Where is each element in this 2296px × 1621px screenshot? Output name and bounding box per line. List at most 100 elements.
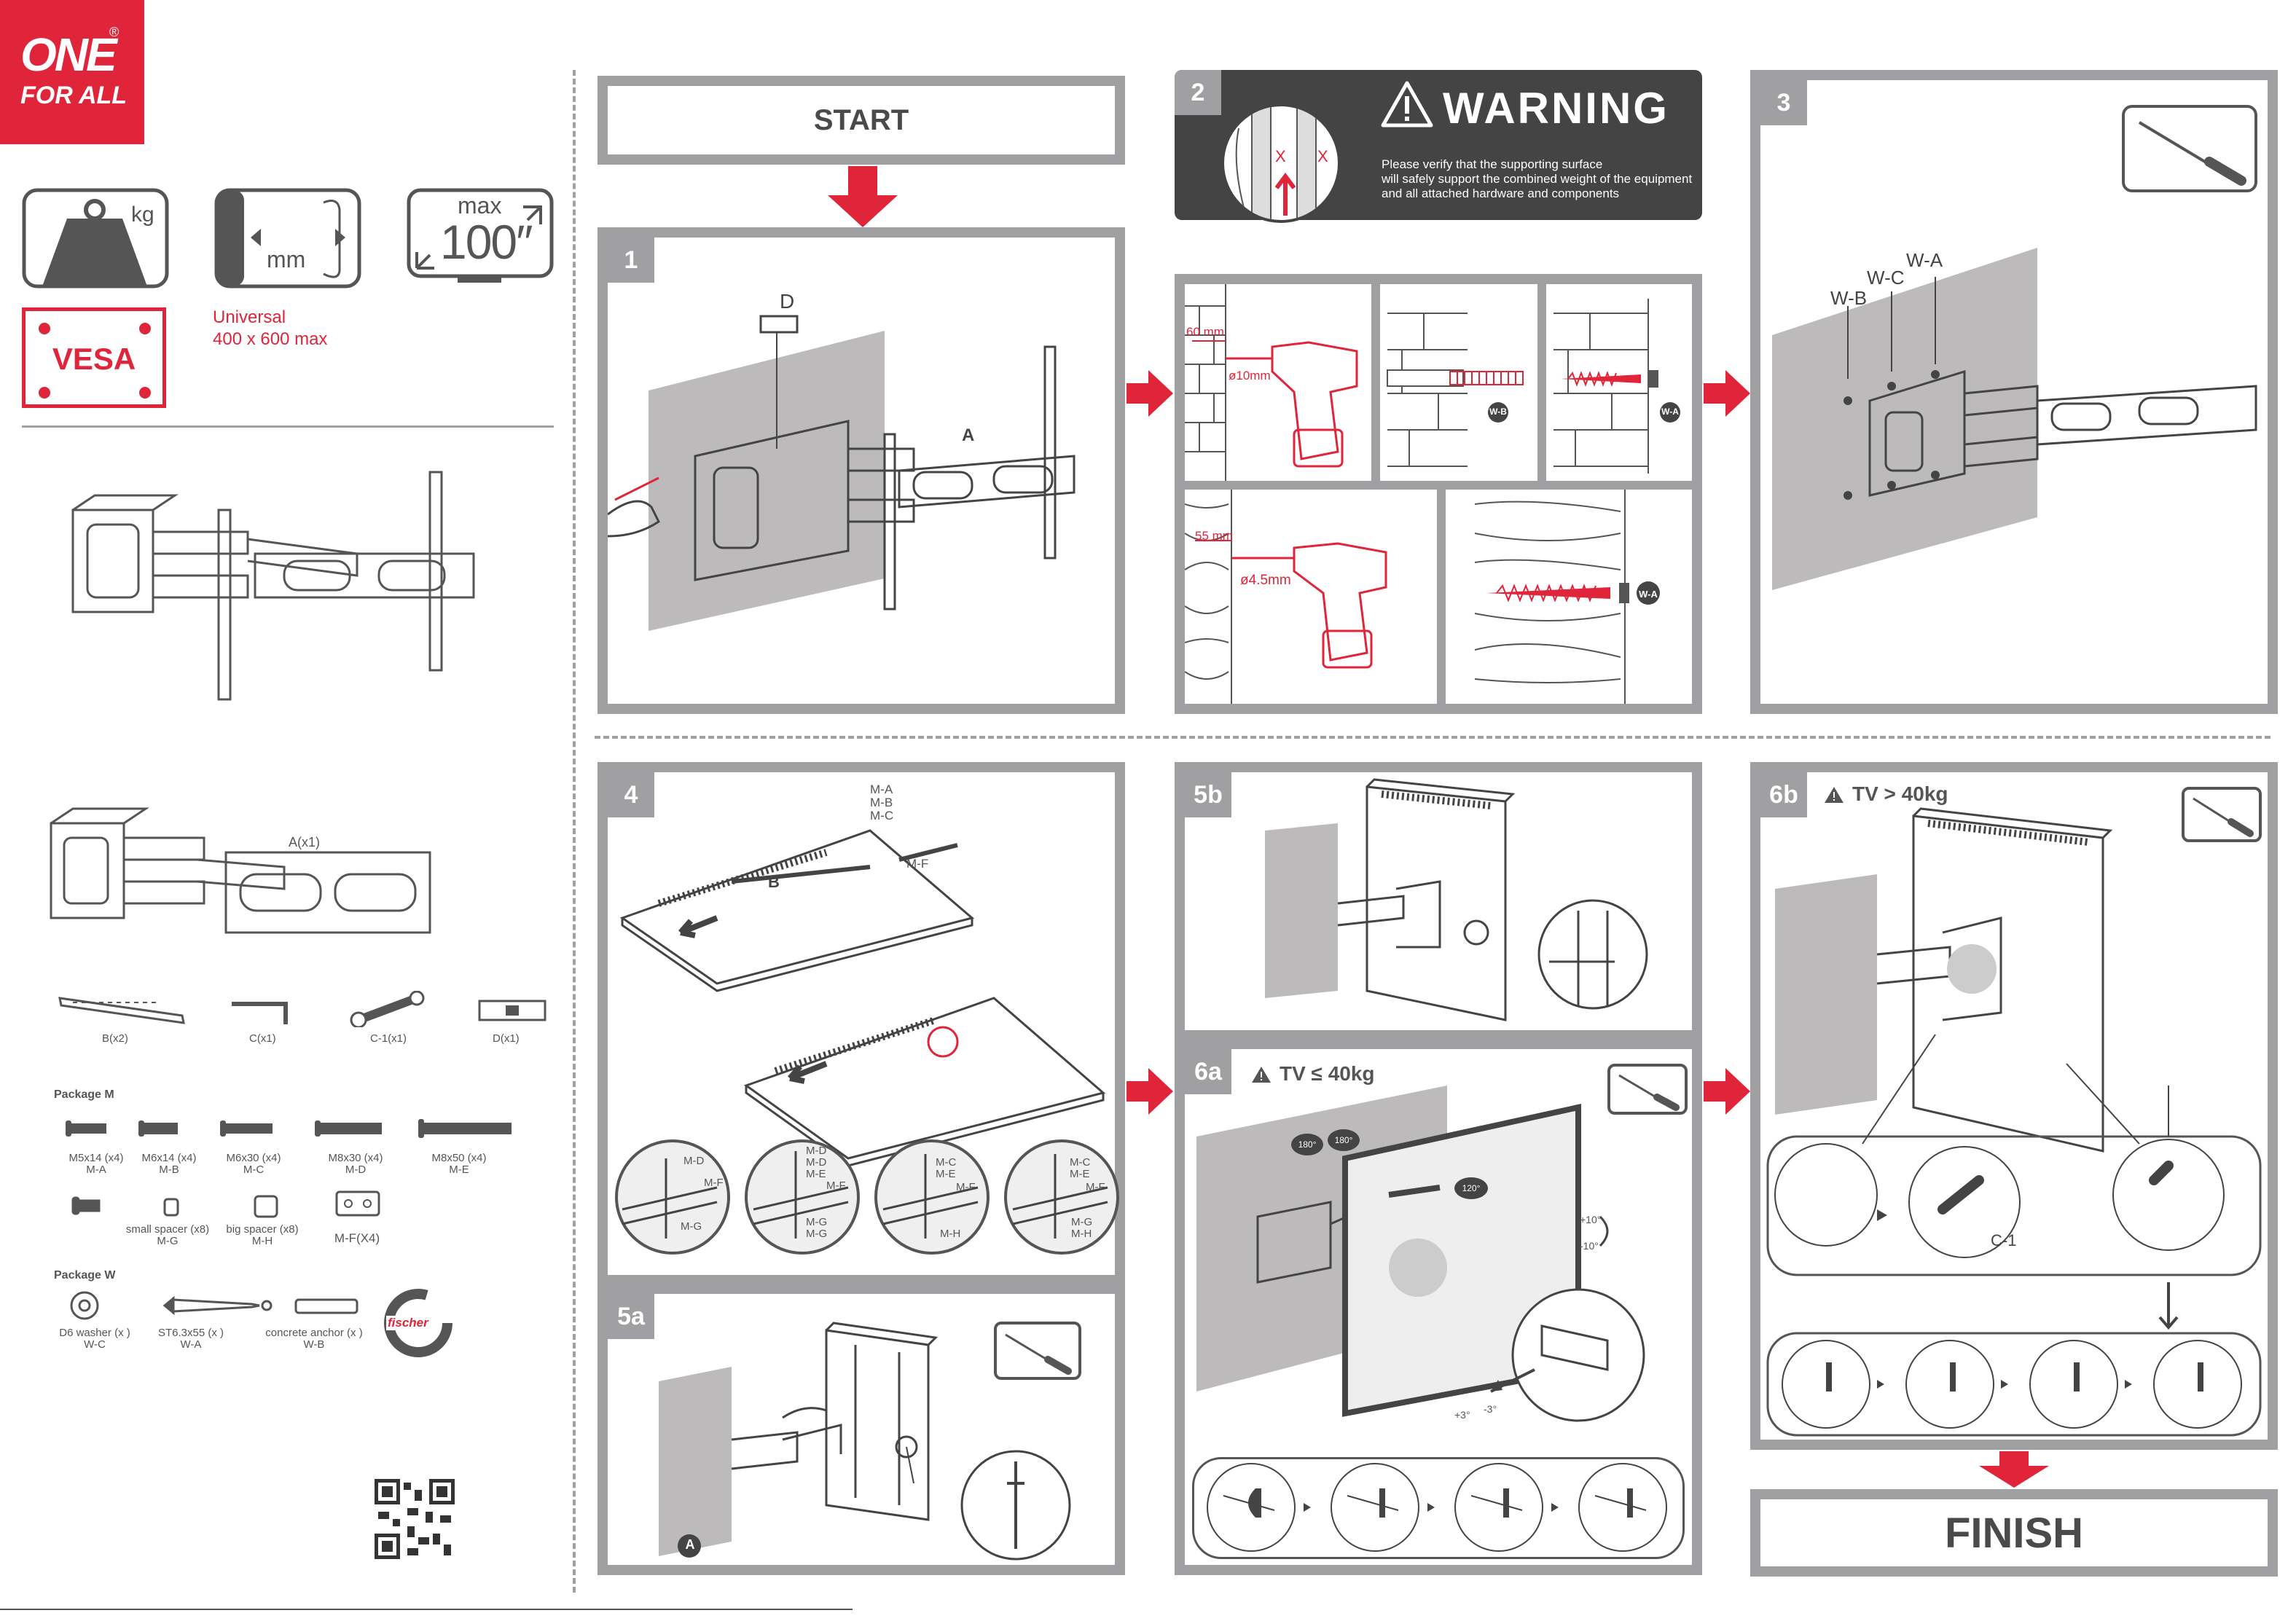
warning-text-1: Please verify that the supporting surfac… bbox=[1382, 157, 1603, 171]
spacer-small-code: M-G bbox=[157, 1235, 179, 1247]
plate-mf-icon bbox=[335, 1190, 380, 1217]
step-4-label-mc: M-C bbox=[870, 809, 894, 823]
arm-a-illustration bbox=[44, 787, 437, 954]
drill-1-depth: 60 mm bbox=[1186, 325, 1224, 339]
c2-label-6: M-G bbox=[806, 1228, 828, 1240]
step-5a-label-a: A bbox=[685, 1537, 695, 1552]
part-b-icon bbox=[58, 988, 189, 1032]
step-1-label-a: A bbox=[962, 425, 975, 445]
arrow-right-4 bbox=[1704, 1068, 1750, 1115]
vesa-max: 400 x 600 max bbox=[213, 329, 328, 349]
weight-icon: kg bbox=[22, 188, 169, 289]
part-d-icon bbox=[478, 998, 548, 1024]
brand-reg: ® bbox=[109, 25, 119, 39]
fischer-logo: fischer bbox=[383, 1288, 453, 1358]
warning-icon bbox=[1380, 80, 1434, 128]
tilt-up: +10° bbox=[1580, 1214, 1602, 1225]
c4-label-5: M-H bbox=[1071, 1228, 1092, 1240]
pkg-m-e-size: M8x50 (x4) bbox=[431, 1152, 487, 1164]
size-icon: max 100″ bbox=[407, 188, 554, 289]
warning-title: WARNING bbox=[1443, 84, 1669, 133]
pkg-w-anchor-code: W-B bbox=[303, 1338, 325, 1351]
rotate-icon-2: 180° bbox=[1328, 1129, 1360, 1151]
c4-label-2: M-E bbox=[1070, 1168, 1090, 1180]
step-1-panel: 1 D A bbox=[597, 227, 1125, 714]
width-unit: mm bbox=[267, 246, 306, 272]
vesa-universal: Universal bbox=[213, 307, 286, 327]
tilt-down: -10° bbox=[1580, 1240, 1599, 1252]
warning-mark-2: X bbox=[1317, 147, 1328, 165]
start-banner: START bbox=[597, 76, 1125, 165]
c4-label-4: M-G bbox=[1071, 1216, 1093, 1228]
step-6b-condition: TV > 40kg bbox=[1852, 782, 1948, 805]
package-m-screws bbox=[58, 1113, 525, 1142]
step-3-label-wa: W-A bbox=[1906, 249, 1943, 271]
left-divider bbox=[22, 425, 554, 428]
tag-wa-2: W-A bbox=[1639, 589, 1658, 600]
width-icon: mm bbox=[214, 188, 361, 289]
start-label: START bbox=[813, 103, 909, 136]
step-6a-condition: TV ≤ 40kg bbox=[1280, 1062, 1375, 1085]
step-6a-number: 6a bbox=[1185, 1049, 1231, 1094]
arrow-right-2 bbox=[1704, 370, 1750, 417]
step-5a-panel: 5a A bbox=[597, 1284, 1125, 1575]
pkg-m-e-code: M-E bbox=[449, 1163, 469, 1176]
vesa-label: VESA bbox=[52, 342, 136, 376]
qr-code bbox=[375, 1479, 455, 1559]
column-divider bbox=[573, 70, 576, 1593]
tag-wb: W-B bbox=[1489, 407, 1507, 417]
rotate-icon-3: 120° bbox=[1454, 1177, 1488, 1199]
step-6a-panel: 6a TV ≤ 40kg 180° 180° 120° +10° -10° +3… bbox=[1175, 1039, 1702, 1575]
step-3-label-wc: W-C bbox=[1867, 267, 1905, 289]
pkg-w-washer-code: W-C bbox=[84, 1338, 106, 1351]
c1-label-2: M-F bbox=[704, 1177, 724, 1189]
wall-check-inset: X X bbox=[1221, 103, 1341, 223]
part-b-label: B(x2) bbox=[102, 1032, 128, 1045]
step-5b-panel: 5b bbox=[1175, 762, 1702, 1040]
package-m-title: Package M bbox=[54, 1088, 114, 1101]
c3-label-1: M-C bbox=[936, 1156, 957, 1169]
step-1-label-d: D bbox=[780, 290, 795, 313]
package-w-items bbox=[55, 1288, 398, 1324]
c2-label-3: M-E bbox=[806, 1168, 826, 1180]
step-4-label-mb: M-B bbox=[870, 796, 893, 809]
rotate-icon-1: 180° bbox=[1291, 1134, 1323, 1155]
detail-circle-3 bbox=[874, 1139, 990, 1255]
brand-line1: ONE bbox=[20, 28, 117, 81]
step-4-label-mf: M-F bbox=[906, 857, 929, 871]
vesa-badge: VESA bbox=[22, 307, 166, 408]
spacer-small-label: small spacer (x8) bbox=[125, 1223, 210, 1236]
drill-1-diam: ø10mm bbox=[1229, 369, 1271, 382]
c2-label-4: M-F bbox=[826, 1180, 846, 1192]
step-3-label-wb: W-B bbox=[1830, 287, 1868, 309]
step-4-panel: 4 B M-A M-B M-C M-F M-D M-F M-G M-D M-D bbox=[597, 762, 1125, 1285]
warning-panel: 2 X X WARNING Please verify that the sup… bbox=[1175, 70, 1702, 223]
pkg-m-d-code: M-D bbox=[345, 1163, 367, 1176]
step-4-label-ma: M-A bbox=[870, 782, 893, 796]
c3-label-4: M-H bbox=[940, 1228, 961, 1240]
pkg-w-washer-size: D6 washer (x ) bbox=[59, 1327, 130, 1339]
tag-wa-1: W-A bbox=[1661, 407, 1679, 417]
warning-text-2: will safely support the combined weight … bbox=[1382, 172, 1693, 186]
pkg-m-d-size: M8x30 (x4) bbox=[328, 1152, 383, 1164]
step-2-drill-panel: 60 mm ø10mm W-B W-A bbox=[1175, 274, 1702, 714]
arrow-down-2 bbox=[1979, 1451, 2049, 1488]
step-4-label-b: B bbox=[768, 873, 780, 891]
pkg-w-screw-size: ST6.3x55 (x ) bbox=[157, 1327, 224, 1339]
row-divider bbox=[595, 736, 2270, 739]
step-6b-number: 6b bbox=[1760, 772, 1807, 817]
arrow-right-3 bbox=[1127, 1068, 1173, 1115]
spacer-big-code: M-H bbox=[251, 1235, 273, 1247]
part-c1-label: C-1(x1) bbox=[370, 1032, 407, 1045]
c3-label-3: M-F bbox=[956, 1181, 976, 1193]
footer-rule bbox=[0, 1609, 853, 1610]
c3-label-2: M-E bbox=[936, 1168, 956, 1180]
step-1-number: 1 bbox=[608, 238, 654, 283]
c4-label-1: M-C bbox=[1070, 1156, 1091, 1169]
plate-mf-label: M-F(X4) bbox=[334, 1231, 380, 1245]
package-w-title: Package W bbox=[54, 1269, 116, 1282]
step-6b-panel: 6b TV > 40kg C-1 bbox=[1750, 762, 2278, 1450]
drill-2-diam: ø4.5mm bbox=[1240, 573, 1291, 588]
c1-label-1: M-D bbox=[683, 1155, 705, 1167]
spacer-big-label: big spacer (x8) bbox=[226, 1223, 299, 1236]
